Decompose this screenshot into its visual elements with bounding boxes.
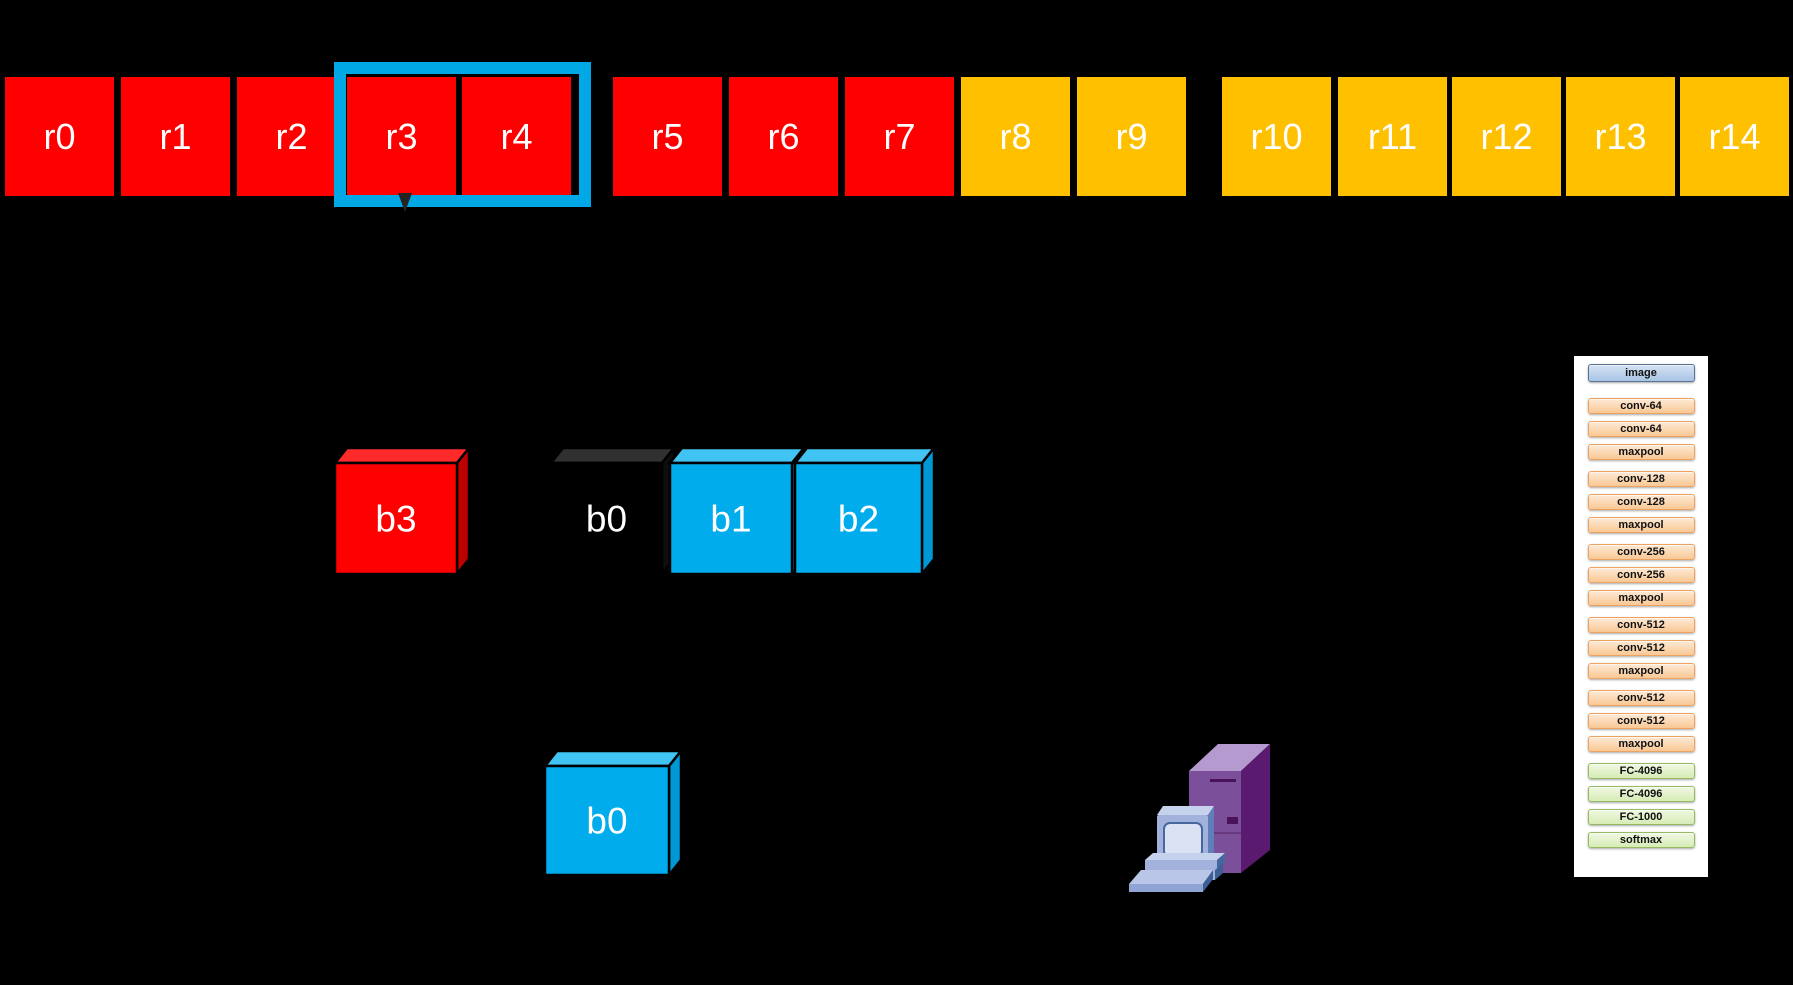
layer-box-conv-512: conv-512 <box>1587 617 1695 633</box>
buffer-cube-b3: b3 <box>332 444 472 578</box>
register-block-r2: r2 <box>237 77 346 196</box>
cube-side-face <box>920 444 936 578</box>
computer-icon <box>1129 744 1270 892</box>
buffer-cube-b1: b1 <box>667 444 807 578</box>
layer-box-maxpool: maxpool <box>1587 736 1695 752</box>
layer-box-conv-512: conv-512 <box>1587 640 1695 656</box>
layer-box-softmax: softmax <box>1587 832 1695 848</box>
layer-box-conv-64: conv-64 <box>1587 421 1695 437</box>
register-block-r1: r1 <box>121 77 230 196</box>
layer-group-conv-2: conv-128 conv-128 maxpool <box>1574 471 1708 533</box>
layer-box-conv-128: conv-128 <box>1587 471 1695 487</box>
layer-group-conv-5: conv-512 conv-512 maxpool <box>1574 690 1708 752</box>
cube-top-face <box>332 446 472 465</box>
buffer-cube-b2: b2 <box>792 444 937 578</box>
cube-label: b3 <box>375 499 416 540</box>
register-block-r8: r8 <box>961 77 1070 196</box>
register-block-r12: r12 <box>1452 77 1561 196</box>
cube-front-face <box>543 764 671 877</box>
layer-group-conv-1: conv-64 conv-64 maxpool <box>1574 398 1708 460</box>
layer-box-maxpool: maxpool <box>1587 517 1695 533</box>
register-block-r4: r4 <box>462 77 571 196</box>
layer-box-FC-4096: FC-4096 <box>1587 786 1695 802</box>
layer-box-FC-1000: FC-1000 <box>1587 809 1695 825</box>
buffer-cube-b0: b0 <box>542 747 684 879</box>
cube-front-face <box>549 461 664 576</box>
selection-highlight-box <box>334 62 591 207</box>
cube-top-face <box>542 749 684 768</box>
cube-top-face <box>667 446 807 465</box>
register-block-r0: r0 <box>5 77 114 196</box>
cube-front-face <box>793 461 924 576</box>
layer-box-image: image <box>1587 364 1695 382</box>
cube-side-face <box>455 444 471 578</box>
hidden-arrow-tip-icon <box>398 193 412 212</box>
register-block-r7: r7 <box>845 77 954 196</box>
layer-group-conv-3: conv-256 conv-256 maxpool <box>1574 544 1708 606</box>
cube-top-face <box>548 446 677 465</box>
cube-side-face <box>667 747 683 879</box>
cube-front-face <box>668 461 794 576</box>
cube-label: b1 <box>710 499 751 540</box>
cube-top-face <box>792 446 937 465</box>
layer-box-maxpool: maxpool <box>1587 444 1695 460</box>
cube-label: b0 <box>586 499 627 540</box>
register-block-r14: r14 <box>1680 77 1789 196</box>
cube-label: b2 <box>838 499 879 540</box>
layer-group-conv-4: conv-512 conv-512 maxpool <box>1574 617 1708 679</box>
register-block-r11: r11 <box>1338 77 1447 196</box>
layer-box-maxpool: maxpool <box>1587 663 1695 679</box>
layer-group-image-0: image <box>1574 364 1708 382</box>
register-block-r9: r9 <box>1077 77 1186 196</box>
register-block-r3: r3 <box>347 77 456 196</box>
cube-front-face <box>333 461 459 576</box>
layer-box-maxpool: maxpool <box>1587 590 1695 606</box>
layer-box-conv-512: conv-512 <box>1587 690 1695 706</box>
layer-box-conv-512: conv-512 <box>1587 713 1695 729</box>
register-block-r10: r10 <box>1222 77 1331 196</box>
desktop-monitor-icon <box>1129 806 1225 892</box>
layer-box-conv-256: conv-256 <box>1587 567 1695 583</box>
buffer-cube-b0: b0 <box>548 444 677 578</box>
register-block-r5: r5 <box>613 77 722 196</box>
layer-box-conv-128: conv-128 <box>1587 494 1695 510</box>
register-block-r6: r6 <box>729 77 838 196</box>
layer-box-conv-64: conv-64 <box>1587 398 1695 414</box>
layer-box-conv-256: conv-256 <box>1587 544 1695 560</box>
layer-box-FC-4096: FC-4096 <box>1587 763 1695 779</box>
register-block-r13: r13 <box>1566 77 1675 196</box>
cube-label: b0 <box>586 801 627 842</box>
